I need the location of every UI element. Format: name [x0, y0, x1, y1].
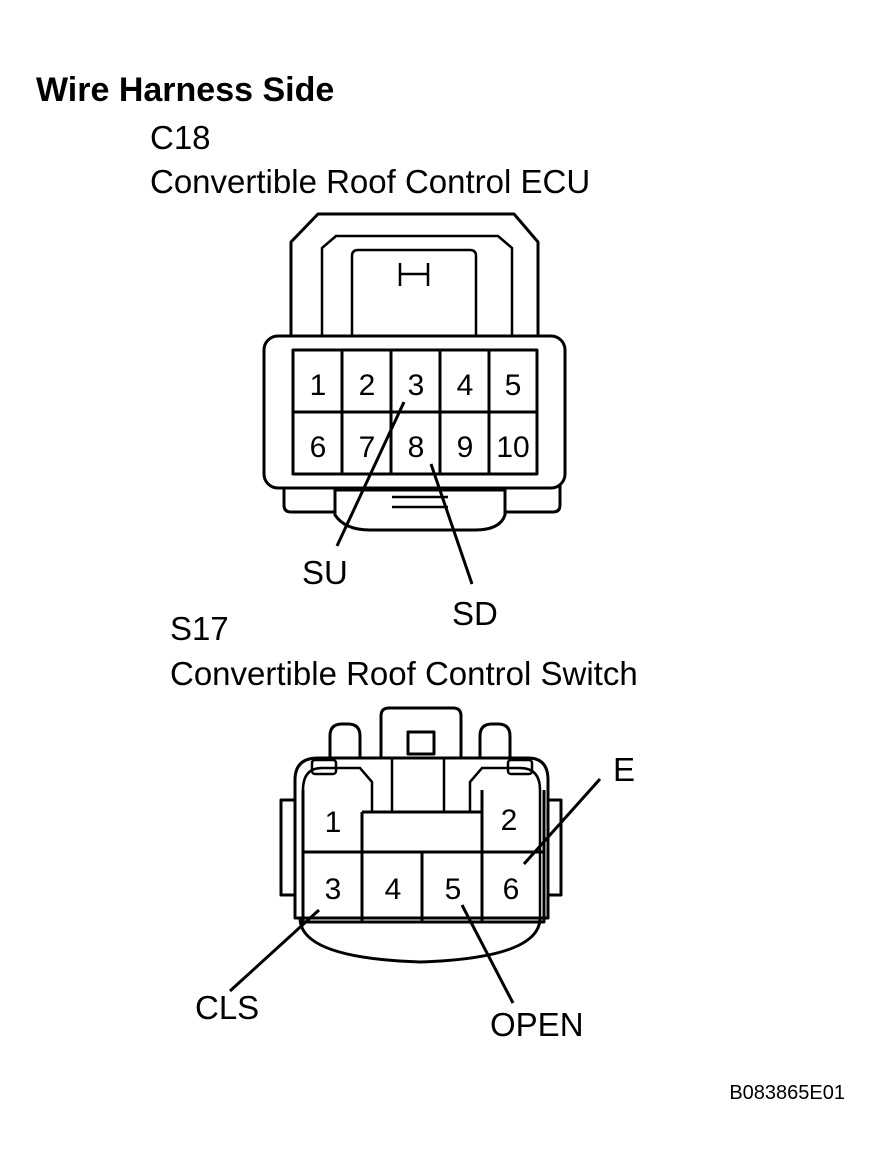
- leader-line-open: [460, 904, 515, 1004]
- connector-c18-pins: 1 2 3 4 5 6 7 8 9 10: [310, 369, 530, 464]
- pin-label: 4: [385, 873, 402, 906]
- connector-s17: S17 Convertible Roof Control Switch: [170, 610, 638, 1043]
- leader-line-e: [522, 778, 602, 865]
- pin-label: 7: [359, 431, 376, 464]
- pin-label: 3: [408, 369, 425, 402]
- connector-s17-pins: 1 2 3 4 5 6: [325, 804, 520, 906]
- pin-label: 6: [310, 431, 327, 464]
- connector-name-c18: Convertible Roof Control ECU: [150, 163, 590, 200]
- terminal-label-e: E: [613, 751, 635, 788]
- pin-label: 6: [503, 873, 520, 906]
- connector-c18-housing: [262, 212, 567, 532]
- connector-c18: C18 Convertible Roof Control ECU: [150, 119, 590, 632]
- pin-label: 1: [325, 806, 342, 839]
- pin-label: 5: [445, 873, 462, 906]
- pin-label: 3: [325, 873, 342, 906]
- page-title: Wire Harness Side: [36, 71, 334, 109]
- pin-label: 5: [505, 369, 522, 402]
- pin-label: 1: [310, 369, 327, 402]
- pin-label: 2: [359, 369, 376, 402]
- leader-line-cls: [228, 908, 321, 993]
- leader-line-sd: [429, 463, 474, 585]
- terminal-label-sd: SD: [452, 595, 498, 632]
- terminal-label-su: SU: [302, 554, 348, 591]
- connector-name-s17: Convertible Roof Control Switch: [170, 655, 638, 692]
- terminal-label-cls: CLS: [195, 989, 259, 1026]
- connector-code-c18: C18: [150, 119, 211, 156]
- connector-code-s17: S17: [170, 610, 229, 647]
- connector-s17-housing: [279, 706, 563, 964]
- pin-label: 4: [457, 369, 474, 402]
- pin-label: 10: [496, 431, 529, 464]
- pin-label: 9: [457, 431, 474, 464]
- pin-label: 8: [408, 431, 425, 464]
- terminal-label-open: OPEN: [490, 1006, 584, 1043]
- pin-label: 2: [501, 804, 518, 837]
- leader-line-su: [335, 401, 406, 547]
- figure-code: B083865E01: [729, 1082, 845, 1104]
